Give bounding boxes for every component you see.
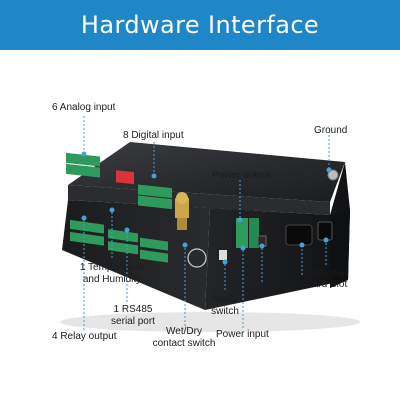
wet-dry-terminal — [140, 237, 168, 263]
label-temperature: 1 Temperature and Humidity — [80, 262, 144, 286]
label-power-input: Power input — [216, 329, 269, 340]
header-banner: Hardware Interface — [0, 0, 400, 50]
analog-input-terminal — [66, 152, 100, 178]
relay-output-terminal — [70, 219, 104, 246]
label-power-output: Power output — [212, 170, 271, 181]
label-usb-port: USB Port — [307, 269, 349, 280]
label-sim-slot: SIM Card Slot — [285, 279, 348, 290]
antenna-connector — [175, 192, 189, 230]
label-mode-switch: Mode switch — [211, 294, 239, 318]
callout-dots — [81, 151, 332, 265]
usb-port — [317, 221, 333, 241]
brand-logo — [187, 248, 207, 268]
hardware-stage: 6 Analog input 8 Digital input Ground Po… — [0, 50, 400, 400]
label-rs485-line1: 1 RS485 — [113, 304, 153, 315]
label-analog-input: 6 Analog input — [52, 102, 116, 113]
label-rs485-line2: serial port — [111, 316, 155, 327]
label-wet-dry-line2: contact switch — [152, 338, 216, 349]
device-left-face — [62, 200, 210, 310]
label-digital-input: 8 Digital input — [123, 130, 184, 141]
device-top-edge — [68, 185, 330, 215]
sim-slot — [285, 224, 313, 246]
mode-switch-body — [219, 250, 227, 260]
ground-screw — [327, 169, 339, 181]
label-wet-dry-line1: Wet/Dry — [166, 326, 202, 337]
dip-switch — [116, 170, 134, 185]
label-wet-dry: Wet/Dry contact switch — [153, 326, 216, 350]
device-top-face — [68, 142, 345, 202]
page-title: Hardware Interface — [80, 11, 320, 39]
callout-lines — [83, 116, 330, 330]
label-mode-switch-line2: switch — [211, 306, 239, 317]
label-mode-switch-line1: Mode — [212, 294, 238, 305]
rs485-terminal — [108, 229, 138, 255]
label-temperature-line2: and Humidity — [82, 274, 142, 285]
power-output-terminal — [236, 218, 259, 248]
label-rs485: 1 RS485 serial port — [111, 304, 155, 328]
label-temperature-line1: 1 Temperature — [79, 262, 145, 273]
label-ground: Ground — [314, 125, 348, 136]
label-onoff: ON/OFF — [245, 285, 283, 296]
digital-input-terminal — [138, 184, 172, 210]
label-relay-output: 4 Relay output — [52, 331, 117, 342]
onoff-switch-body — [257, 235, 267, 247]
